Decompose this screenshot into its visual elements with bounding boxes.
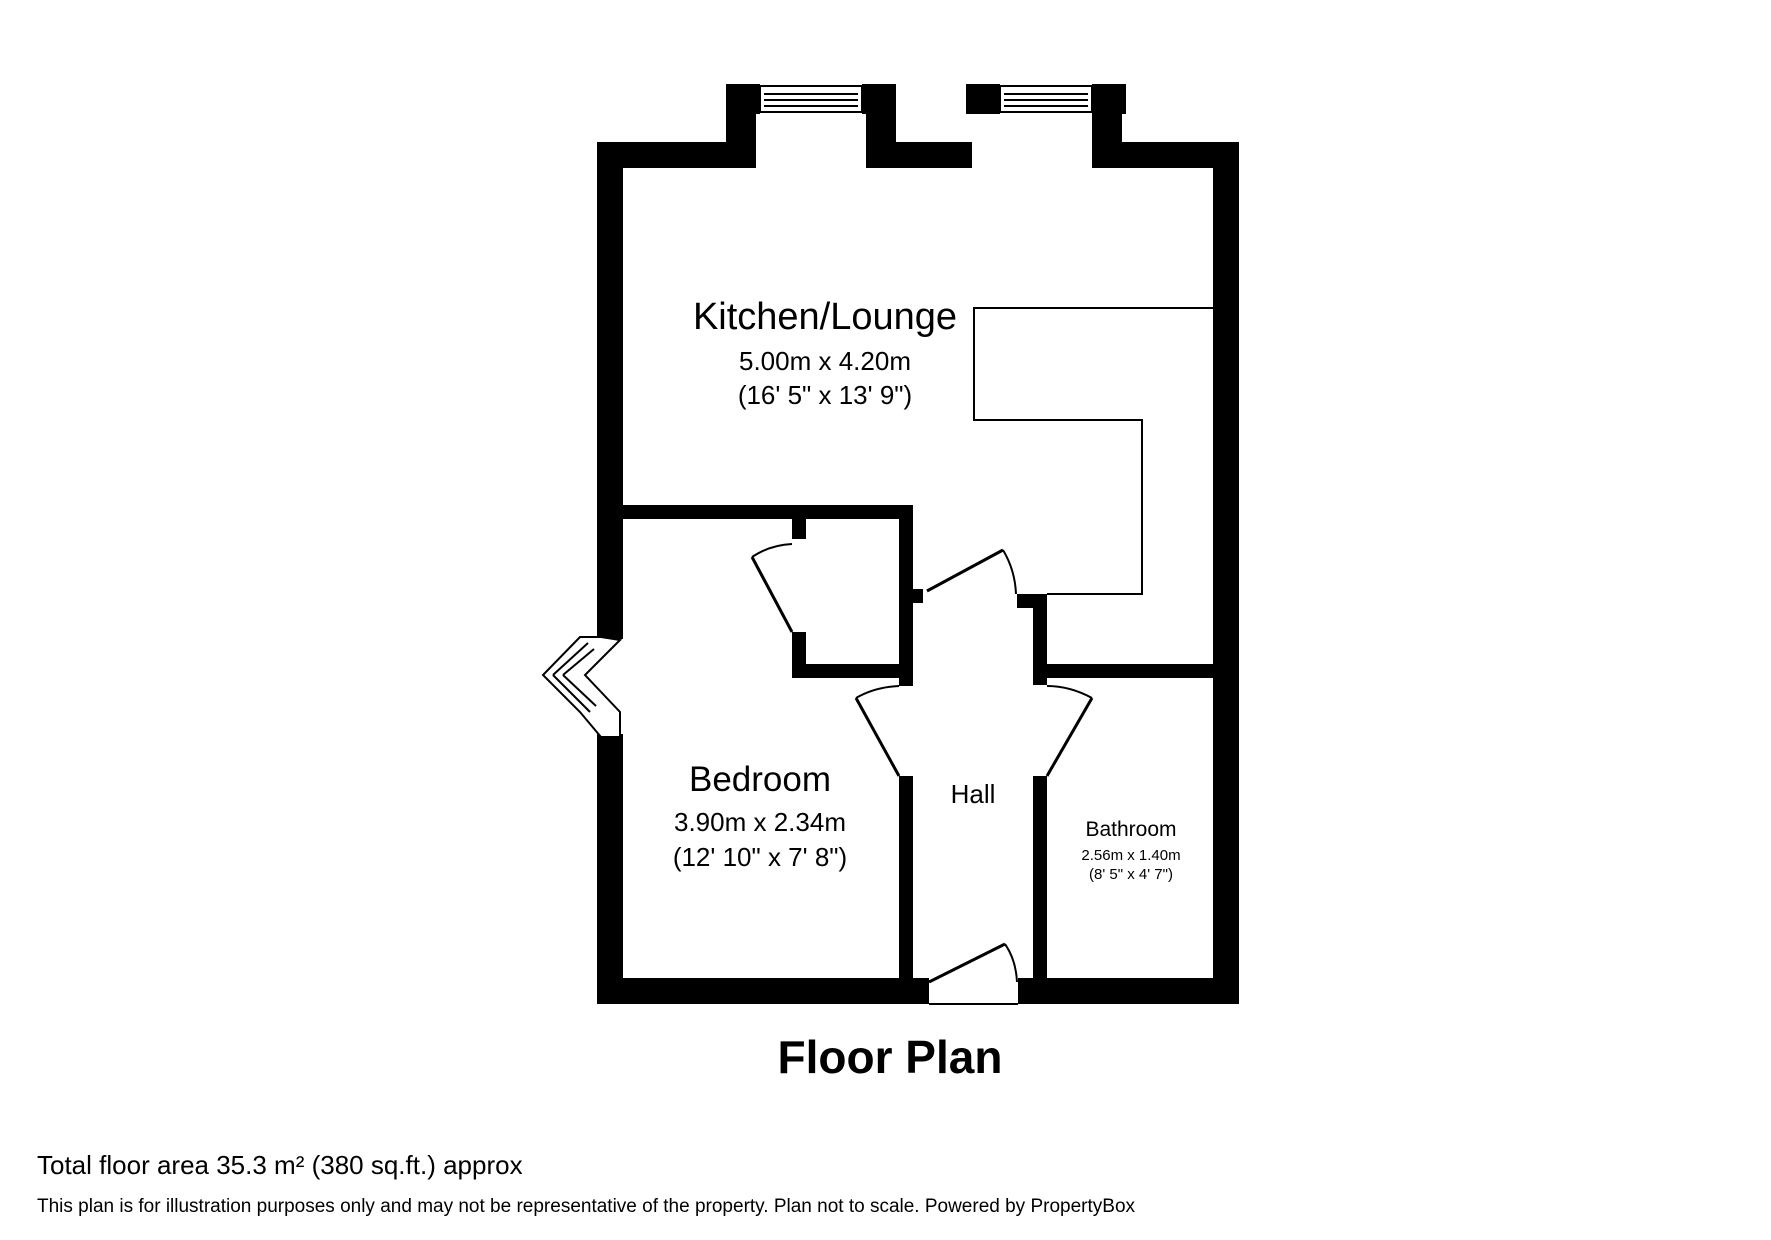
total-floor-area: Total floor area 35.3 m² (380 sq.ft.) ap… [37,1150,523,1180]
doors [750,543,1094,1005]
room-name: Kitchen/Lounge [693,296,957,338]
room-imperial: (8' 5" x 4' 7") [1089,866,1173,883]
room-imperial: (12' 10" x 7' 8") [673,842,847,872]
outer-walls [597,84,1239,1004]
room-metric: 5.00m x 4.20m [739,346,911,376]
room-metric: 2.56m x 1.40m [1081,847,1180,864]
plan-title: Floor Plan [778,1031,1003,1083]
room-label-kitchen-lounge: Kitchen/Lounge 5.00m x 4.20m (16' 5" x 1… [693,296,957,410]
window-top-left [759,85,863,113]
window-top-right [999,85,1093,113]
room-name: Bedroom [689,760,831,799]
room-label-hall: Hall [951,779,996,809]
room-name: Hall [951,779,996,809]
bay-window-left [541,636,623,738]
room-label-bedroom: Bedroom 3.90m x 2.34m (12' 10" x 7' 8") [673,760,847,872]
room-metric: 3.90m x 2.34m [674,807,846,837]
room-label-bathroom: Bathroom 2.56m x 1.40m (8' 5" x 4' 7") [1081,818,1180,883]
internal-walls [623,505,1213,978]
room-imperial: (16' 5" x 13' 9") [738,380,912,410]
disclaimer-text: This plan is for illustration purposes o… [37,1196,1136,1217]
kitchen-counter [973,307,1213,595]
room-name: Bathroom [1085,818,1176,841]
